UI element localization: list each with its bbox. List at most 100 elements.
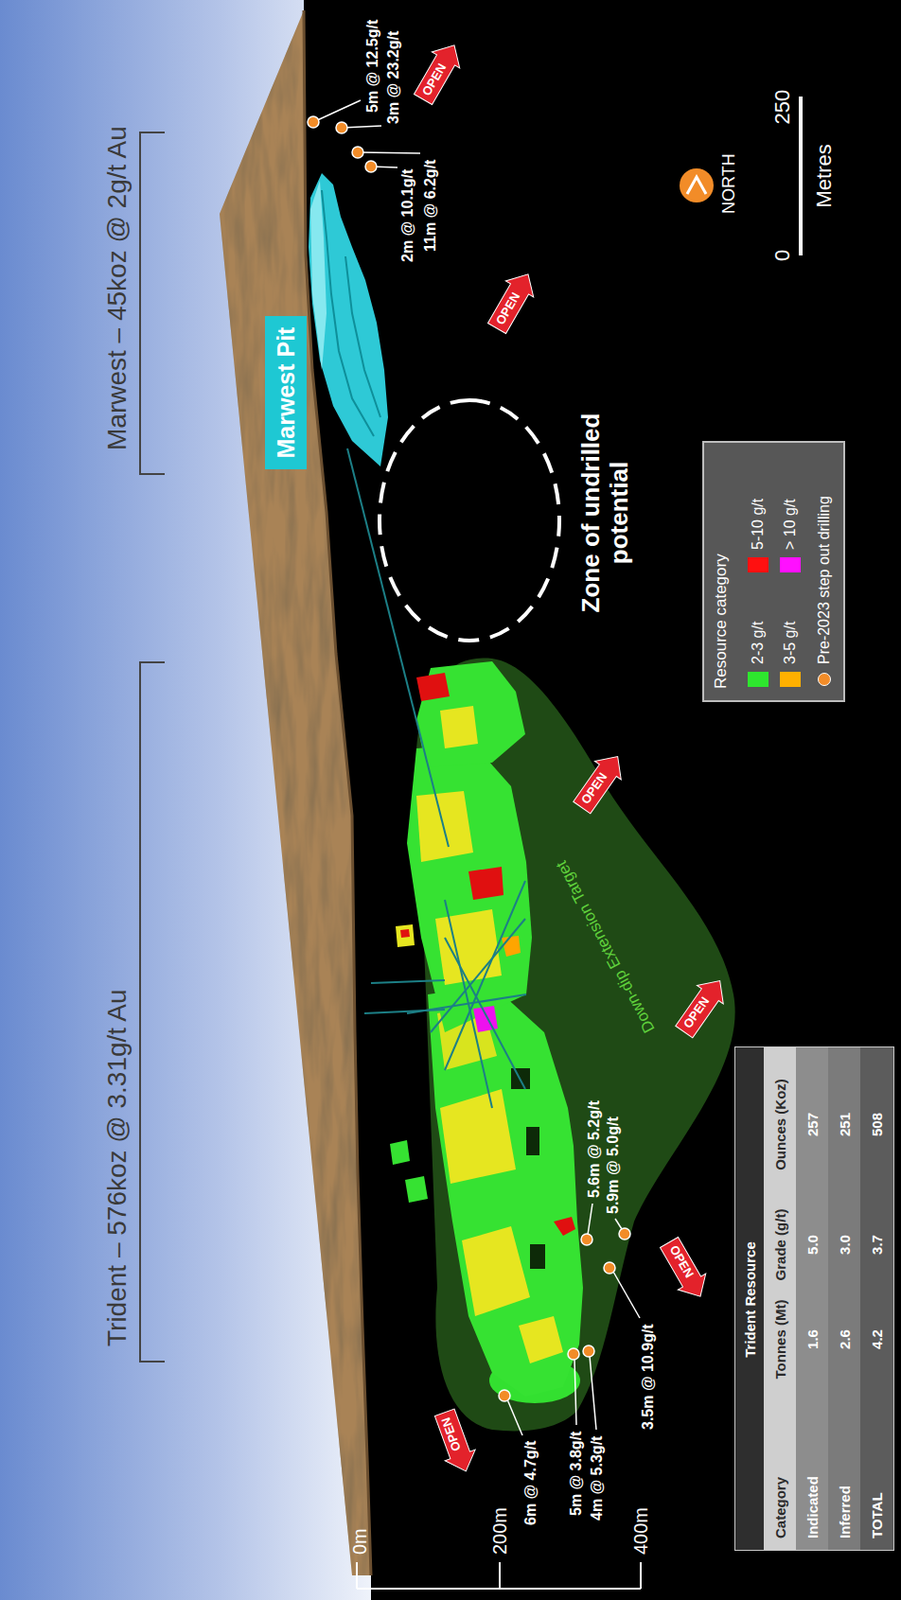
open-arrows <box>408 36 733 1477</box>
north-circle <box>679 168 714 203</box>
annotation-label: 3m @ 23.2g/t <box>385 31 403 124</box>
table-title: Trident Resource <box>735 1049 764 1551</box>
block <box>395 924 415 948</box>
drill-trace <box>444 937 526 1090</box>
leader-lines <box>313 100 640 1436</box>
block <box>416 791 474 863</box>
leader-line <box>613 1272 640 1319</box>
table-cell: Inferred <box>828 1389 861 1551</box>
table-row: Indicated1.65.0257 <box>795 1047 829 1551</box>
block-gap <box>530 1244 546 1270</box>
annotation-label: 5m @ 12.5g/t <box>364 19 382 113</box>
table-cell: TOTAL <box>860 1389 894 1551</box>
annotation-label: 2m @ 10.1g/t <box>399 169 417 263</box>
annotation-label: 5.6m @ 5.2g/t <box>585 1100 603 1199</box>
table-cell: 508 <box>860 1049 894 1201</box>
block <box>406 743 532 1033</box>
annotation-label: 200m <box>489 1507 512 1555</box>
table-row: Inferred2.63.0251 <box>828 1047 861 1551</box>
table-header: Ounces (Koz) <box>763 1049 796 1201</box>
block <box>518 1316 564 1364</box>
drill-dot <box>618 1228 631 1240</box>
annotation-label: 3.5m @ 10.9g/t <box>639 1324 657 1431</box>
annotation-label: 400m <box>630 1507 653 1555</box>
legend-dot <box>817 672 831 687</box>
annotation-label: 0m <box>349 1528 371 1555</box>
table-cell: 4.2 <box>860 1289 894 1390</box>
legend-title: Resource category <box>711 553 731 689</box>
drill-dot <box>583 1345 595 1358</box>
drill-dot <box>335 122 348 134</box>
annotation-label: Metres <box>812 143 836 208</box>
table-row: Trident Resource <box>735 1047 764 1551</box>
annotation-label: 11m @ 6.2g/t <box>422 159 440 252</box>
block <box>427 985 583 1397</box>
annotation-label: 0 <box>770 249 795 262</box>
legend-text: 5-10 g/t <box>749 498 767 550</box>
scale-bar <box>798 96 803 256</box>
block <box>435 909 502 986</box>
leader-line <box>589 1356 597 1431</box>
pit-label-text: Marwest Pit <box>271 327 301 460</box>
drill-dot <box>307 116 319 128</box>
leader-line <box>313 100 361 123</box>
drill-trace <box>430 918 526 1033</box>
block <box>416 661 526 768</box>
drill-dot <box>498 1390 511 1402</box>
drill-trace <box>371 980 445 984</box>
open-arrow <box>654 1235 714 1306</box>
legend-swatch <box>747 557 769 573</box>
legend-text: 2-3 g/t <box>749 621 767 665</box>
table-cell: 5.0 <box>795 1200 829 1290</box>
block <box>468 866 504 901</box>
resource-blocks <box>389 661 583 1404</box>
table-cell: Indicated <box>795 1389 829 1551</box>
leader-line <box>587 1203 593 1236</box>
terrain-texture <box>189 0 379 1600</box>
pit-bench <box>321 190 374 437</box>
annotation-label: NORTH <box>719 153 740 214</box>
open-arrow <box>482 265 542 336</box>
drill-trace <box>347 448 449 848</box>
table-cell: 1.6 <box>795 1289 829 1390</box>
legend-swatch <box>779 557 801 573</box>
block <box>473 1006 498 1033</box>
table-header: Category <box>763 1389 796 1551</box>
annotation-label: 5.9m @ 5.0g/t <box>604 1116 622 1215</box>
block <box>405 1176 428 1203</box>
annotation-label: 250 <box>770 89 795 125</box>
north-arrow <box>679 168 714 203</box>
drill-dot <box>352 146 364 159</box>
annotation-label: Marwest – 45koz @ 2g/t Au <box>102 125 133 451</box>
table-cell: 2.6 <box>828 1289 861 1390</box>
leader-line <box>615 1219 622 1230</box>
block <box>400 929 410 938</box>
drill-traces <box>347 448 527 1109</box>
drill-dot <box>603 1262 616 1274</box>
annotation-label: 6m @ 4.7g/t <box>522 1441 540 1526</box>
block <box>501 936 521 957</box>
annotation-label: Zone of undrilled potential <box>577 403 635 623</box>
brackets <box>140 132 165 1362</box>
legend-swatch <box>747 671 769 688</box>
drill-trace <box>364 1009 445 1014</box>
leader-line <box>574 1359 577 1426</box>
block <box>389 1140 410 1166</box>
resource-table: Trident ResourceCategoryTonnes (Mt)Grade… <box>734 1046 895 1552</box>
pit-label-box: Marwest Pit <box>265 316 307 470</box>
leader-line <box>507 1399 523 1436</box>
legend-swatch <box>779 671 801 688</box>
annotation-label: Trident – 576koz @ 3.31g/t Au <box>102 989 133 1347</box>
table-cell: 257 <box>795 1049 829 1201</box>
legend-box: Resource category2-3 g/t5-10 g/t3-5 g/t>… <box>702 441 846 703</box>
legend-text: 3-5 g/t <box>781 621 799 665</box>
table-header: Grade (g/t) <box>763 1200 796 1290</box>
block <box>440 1089 516 1184</box>
block <box>553 1217 576 1237</box>
table-header: Tonnes (Mt) <box>763 1289 796 1390</box>
drill-dot <box>581 1234 593 1246</box>
pit-shell <box>308 173 389 467</box>
table-cell: 3.7 <box>860 1200 894 1290</box>
table-cell: 3.0 <box>828 1200 861 1290</box>
